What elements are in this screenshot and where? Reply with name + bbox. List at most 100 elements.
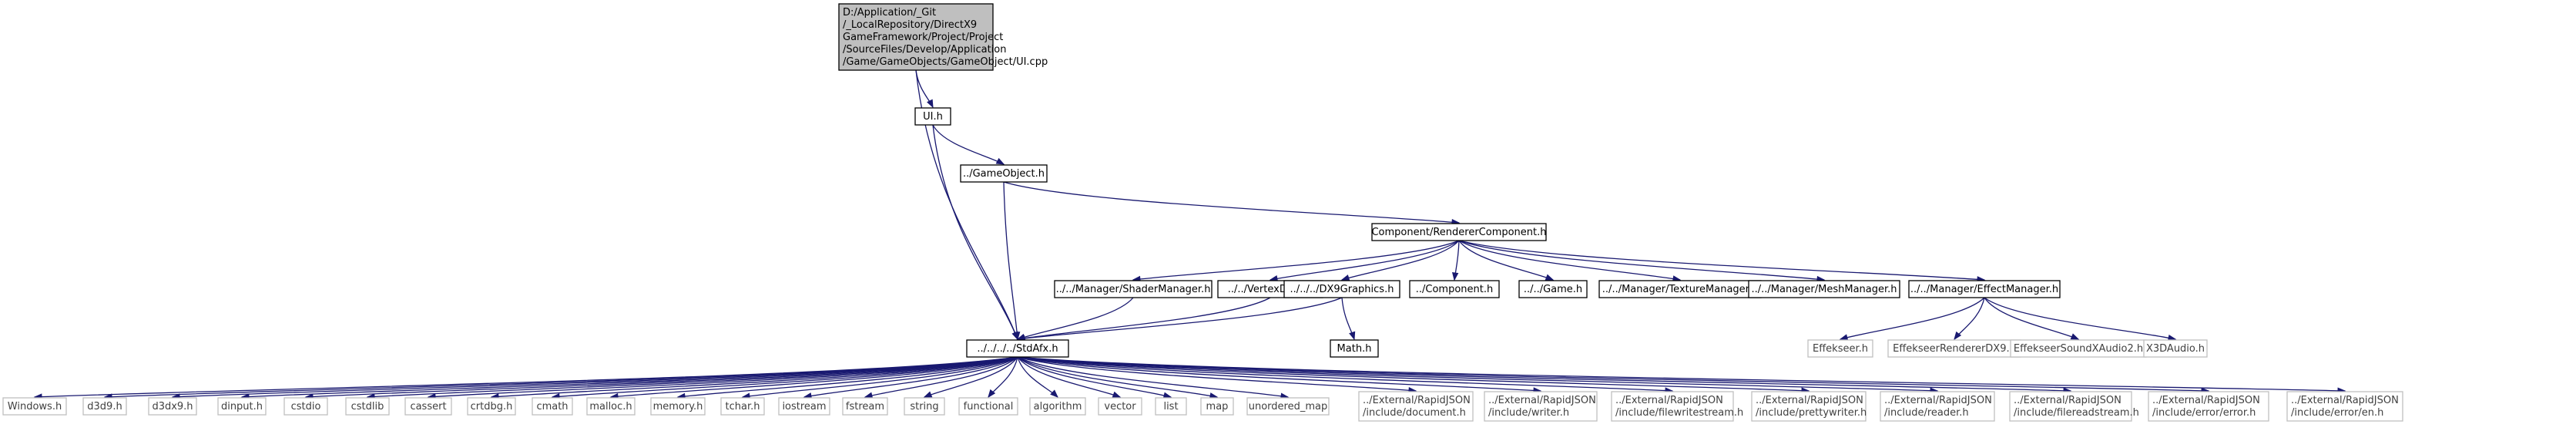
edge-line: [552, 356, 1018, 398]
graph-node-rj-error-h[interactable]: ../External/RapidJSON/include/error/erro…: [2148, 391, 2269, 422]
edge-line: [1458, 240, 1554, 281]
graph-node-rj-prettywriter-h[interactable]: ../External/RapidJSON/include/prettywrit…: [1751, 391, 1867, 422]
node-box: [1748, 280, 1900, 298]
node-label-line: ../External/RapidJSON: [1884, 395, 1992, 406]
graph-node-tchar-h[interactable]: tchar.h: [720, 397, 765, 416]
edge-line: [924, 356, 1018, 398]
node-label-line: unordered_map: [1249, 401, 1328, 412]
graph-node-rj-reader-h[interactable]: ../External/RapidJSON/include/reader.h: [1880, 391, 1995, 422]
graph-node-iostream[interactable]: iostream: [778, 397, 830, 416]
graph-node-dinput-h[interactable]: dinput.h: [217, 397, 267, 416]
graph-node-math-h[interactable]: Math.h: [1330, 339, 1379, 358]
graph-node-dx9graphics-h[interactable]: ../../../DX9Graphics.h: [1283, 280, 1400, 298]
graph-node-d3d9-h[interactable]: d3d9.h: [82, 397, 127, 416]
graph-node-effekseer-h[interactable]: Effekseer.h: [1807, 339, 1873, 358]
graph-node-ui-h[interactable]: UI.h: [914, 107, 951, 126]
arrowhead-icon: [1162, 392, 1172, 399]
arrowhead-icon: [1349, 331, 1356, 341]
node-box: [778, 397, 830, 416]
node-box: [1611, 391, 1734, 422]
edge-line: [1017, 356, 1218, 398]
graph-node-memory-h[interactable]: memory.h: [650, 397, 706, 416]
graph-node-rj-en-h[interactable]: ../External/RapidJSON/include/error/en.h: [2286, 391, 2403, 422]
edge-stdafx-h-to-functional: [988, 356, 1018, 399]
graph-node-shadermanager-h[interactable]: ../../Manager/ShaderManager.h: [1054, 280, 1213, 298]
graph-node-texturemanager-h[interactable]: ../../Manager/TextureManager.h: [1598, 280, 1762, 298]
arrowhead-icon: [2070, 333, 2080, 340]
node-label-line: /include/document.h: [1363, 407, 1466, 419]
graph-node-cstdlib[interactable]: cstdlib: [345, 397, 390, 416]
edge-ui-h-to-gameobject-h: [932, 124, 1005, 165]
graph-node-algorithm[interactable]: algorithm: [1029, 397, 1086, 416]
edge-line: [172, 356, 1018, 398]
graph-node-gameobject-h[interactable]: ../GameObject.h: [960, 164, 1048, 183]
node-label-line: ../Component.h: [1416, 284, 1494, 295]
graph-node-rj-filereadstream-h[interactable]: ../External/RapidJSON/include/filereadst…: [2009, 391, 2139, 422]
node-label-line: ../../../DX9Graphics.h: [1290, 284, 1394, 295]
graph-node-rj-document-h[interactable]: ../External/RapidJSON/include/document.h: [1358, 391, 1474, 422]
node-box: [1330, 339, 1379, 358]
graph-node-unordered-map[interactable]: unordered_map: [1246, 397, 1330, 416]
graph-node-functional[interactable]: functional: [958, 397, 1018, 416]
arrowhead-icon: [1050, 389, 1059, 398]
graph-node-crtdbg-h[interactable]: crtdbg.h: [467, 397, 516, 416]
graph-node-vector[interactable]: vector: [1098, 397, 1142, 416]
graph-node-renderercomponent-h[interactable]: Component/RendererComponent.h: [1371, 223, 1547, 241]
graph-node-meshmanager-h[interactable]: ../../Manager/MeshManager.h: [1748, 280, 1900, 298]
graph-node-cmath[interactable]: cmath: [532, 397, 573, 416]
edge-line: [367, 356, 1018, 398]
graph-node-malloc-h[interactable]: malloc.h: [586, 397, 636, 416]
node-label-line: cstdlib: [351, 401, 384, 412]
node-box: [1908, 280, 2061, 298]
edge-line: [932, 124, 1005, 165]
graph-node-rj-filewritestream-h[interactable]: ../External/RapidJSON/include/filewrites…: [1611, 391, 1743, 422]
node-label-line: /include/writer.h: [1488, 407, 1569, 419]
graph-node-rj-writer-h[interactable]: ../External/RapidJSON/include/writer.h: [1484, 391, 1598, 422]
node-box: [1155, 397, 1187, 416]
edge-line: [1017, 356, 1810, 392]
graph-node-cstdio[interactable]: cstdio: [283, 397, 328, 416]
edge-line: [1017, 297, 1271, 340]
graph-node-effekseerrendererdx9-h[interactable]: EffekseerRendererDX9.h: [1887, 339, 2021, 358]
arrowhead-icon: [1013, 332, 1021, 341]
node-label-line: GameFramework/Project/Project: [843, 32, 1003, 43]
graph-node-d3dx9-h[interactable]: d3dx9.h: [148, 397, 197, 416]
node-label-line: /include/error/en.h: [2291, 407, 2383, 419]
graph-node-fstream[interactable]: fstream: [842, 397, 888, 416]
node-label-line: list: [1163, 401, 1178, 412]
node-box: [1283, 280, 1400, 298]
node-label-line: ../../Manager/ShaderManager.h: [1056, 284, 1211, 295]
node-label-line: iostream: [782, 401, 826, 412]
edge-line: [1458, 240, 1681, 281]
graph-node-game-h[interactable]: ../../Game.h: [1518, 280, 1588, 298]
graph-node-x3daudio-h[interactable]: X3DAudio.h: [2143, 339, 2208, 358]
edge-stdafx-h-to-string: [923, 356, 1018, 398]
node-label-line: d3d9.h: [87, 401, 122, 412]
node-label-line: ../External/RapidJSON: [1615, 395, 1723, 406]
graph-node-effectmanager-h[interactable]: ../../Manager/EffectManager.h: [1908, 280, 2061, 298]
node-box: [914, 107, 951, 126]
node-box: [1371, 223, 1547, 241]
edge-line: [1017, 356, 1673, 392]
graph-node-list[interactable]: list: [1155, 397, 1187, 416]
node-label-line: ../External/RapidJSON: [1488, 395, 1596, 406]
node-label-line: D:/Application/_Git: [843, 7, 936, 19]
graph-node-root[interactable]: D:/Application/_Git/_LocalRepository/Dir…: [838, 3, 1048, 71]
node-label-line: Effekseer.h: [1813, 343, 1868, 355]
graph-node-cassert[interactable]: cassert: [404, 397, 452, 416]
graph-node-effekseersoundxaudio2-h[interactable]: EffekseerSoundXAudio2.h: [2010, 339, 2147, 358]
graph-node-string[interactable]: string: [904, 397, 945, 416]
edge-line: [428, 356, 1018, 398]
edge-line: [1017, 356, 2209, 392]
node-box: [404, 397, 452, 416]
graph-node-stdafx-h[interactable]: ../../../../StdAfx.h: [966, 339, 1069, 358]
edge-stdafx-h-to-vector: [1017, 356, 1122, 398]
node-box: [586, 397, 636, 416]
edge-line: [1341, 240, 1460, 281]
graph-node-map[interactable]: map: [1200, 397, 1234, 416]
graph-node-component-h[interactable]: ../Component.h: [1409, 280, 1500, 298]
node-box: [1200, 397, 1234, 416]
node-box: [2148, 391, 2269, 422]
graph-node-windows-h[interactable]: Windows.h: [2, 397, 67, 416]
